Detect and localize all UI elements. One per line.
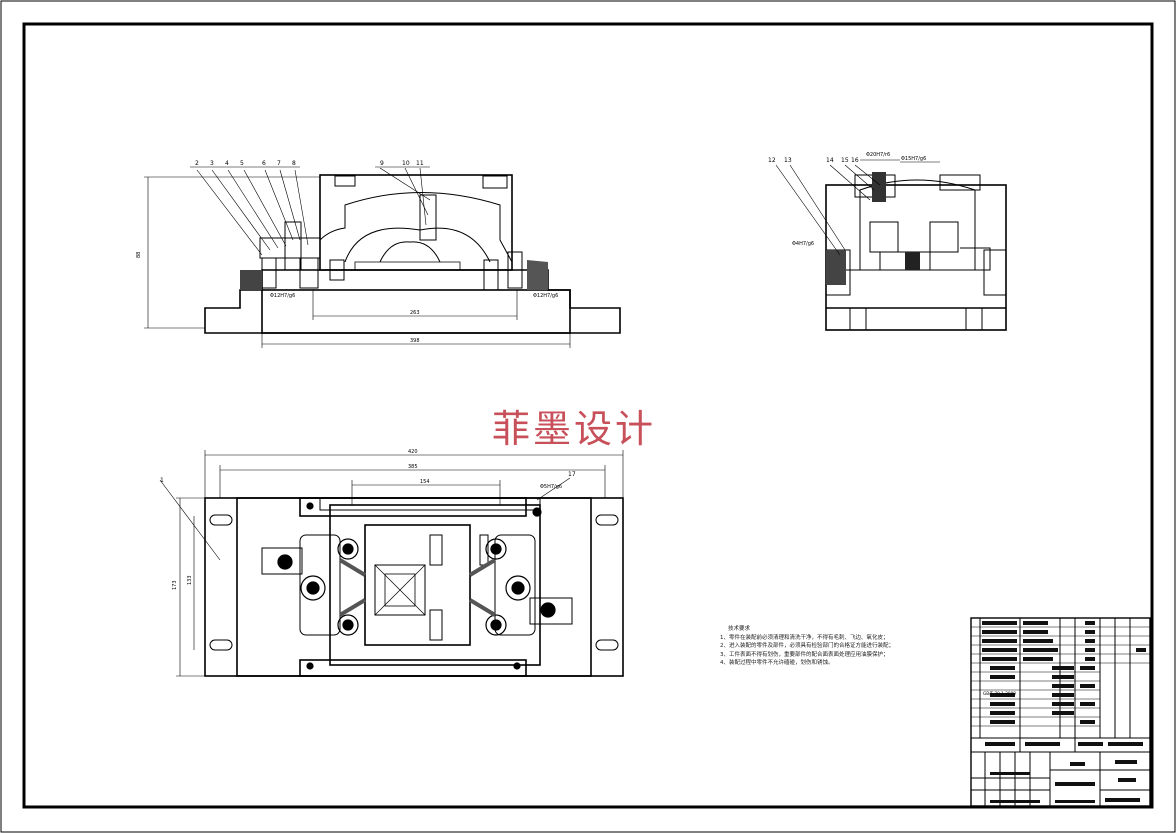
balloon: 5 (240, 160, 244, 167)
balloon: 1 (160, 477, 164, 484)
requirement-item: 1、零件在装配前必须清理和清洗干净，不得有毛刺、飞边、氧化皮； (720, 634, 889, 641)
balloon: 8 (292, 160, 296, 167)
fit-label: Φ5H7/g6 (540, 484, 562, 490)
fit-label: Φ12H7/g6 (270, 293, 295, 299)
balloon: 7 (277, 160, 281, 167)
dimension-label: 420 (408, 449, 418, 455)
fit-label: Φ4H7/g6 (792, 241, 814, 247)
requirement-item: 4、装配过程中零件不允许磕碰，划伤和锈蚀。 (720, 660, 834, 667)
balloon: 10 (402, 160, 410, 167)
balloon: 14 (826, 157, 834, 164)
balloon: 2 (195, 160, 199, 167)
balloon: 16 (851, 157, 859, 164)
watermark: 菲墨设计 (492, 407, 657, 451)
fit-label: Φ15H7/g6 (901, 156, 926, 162)
front-view (144, 166, 621, 348)
balloon: 4 (225, 160, 229, 167)
front-view-balloons: 2 3 4 5 6 7 8 9 10 11 88 263 398 Φ12H7/g… (136, 160, 558, 344)
top-view (159, 450, 624, 677)
top-view-labels: 1 17 420 385 154 173 133 Φ5H7/g6 (160, 449, 576, 590)
balloon: 3 (210, 160, 214, 167)
requirement-item: 2、进入装配的零件及部件，必须具有检验部门的合格证方能进行装配； (720, 643, 895, 650)
dimension-label: 133 (187, 575, 193, 585)
title-block: GB/T 70.1-2000 (970, 617, 1151, 807)
side-view-balloons: 12 13 14 15 16 Φ20H7/r6 Φ15H7/g6 Φ4H7/g6 (768, 152, 926, 247)
requirements-title: 技术要求 (728, 626, 751, 632)
dimension-label: 88 (136, 252, 142, 258)
dimension-label: 398 (410, 338, 420, 344)
balloon: 15 (841, 157, 849, 164)
balloon: 11 (416, 160, 424, 167)
standard-code: GB/T 70.1-2000 (983, 691, 1016, 696)
fit-label: Φ12H7/g6 (533, 293, 558, 299)
fit-label: Φ20H7/r6 (866, 152, 890, 158)
balloon: 17 (568, 471, 576, 478)
dimension-label: 154 (420, 479, 430, 485)
requirement-item: 3、工件表面不得有划伤，重要部件的配合面表面处理应用油膜保护； (720, 651, 889, 658)
technical-requirements: 技术要求 1、零件在装配前必须清理和清洗干净，不得有毛刺、飞边、氧化皮； 2、进… (720, 625, 970, 668)
dimension-label: 385 (408, 464, 418, 470)
frame-border (22, 22, 1154, 809)
balloon: 13 (784, 157, 792, 164)
dimension-label: 173 (172, 580, 178, 590)
dimension-label: 263 (410, 310, 420, 316)
side-view (775, 159, 1007, 331)
balloon: 9 (380, 160, 384, 167)
balloon: 12 (768, 157, 776, 164)
balloon: 6 (262, 160, 266, 167)
